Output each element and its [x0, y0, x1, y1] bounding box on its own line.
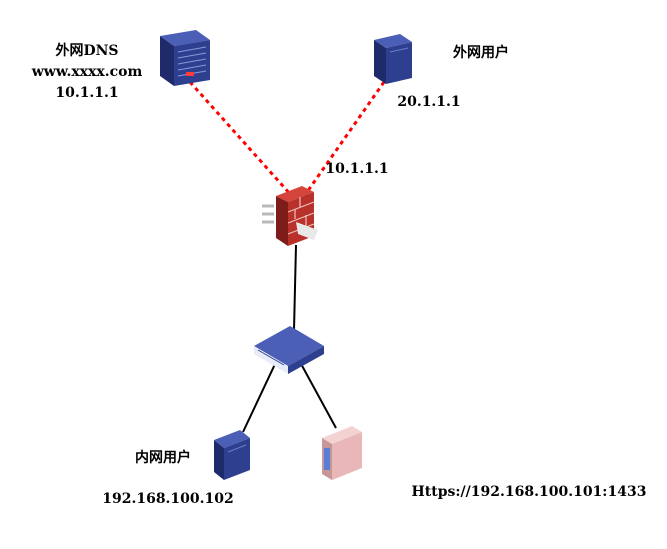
pc-server-icon — [322, 426, 362, 480]
dns-server-domain: www.xxxx.com — [31, 64, 143, 80]
internal-user-name: 内网用户 — [135, 450, 191, 466]
web-server-address: Https://192.168.100.101:1433 — [411, 484, 647, 500]
link-dns-firewall — [188, 81, 293, 196]
rack-server-icon — [160, 30, 210, 86]
link-external-user-firewall — [303, 81, 386, 196]
dns-server-ip: 10.1.1.1 — [55, 85, 119, 101]
firewall-icon — [262, 186, 318, 246]
firewall-ip: 10.1.1.1 — [325, 161, 389, 177]
switch-icon — [254, 326, 324, 374]
external-user-server-icon — [374, 34, 412, 84]
link-firewall-switch — [293, 244, 297, 331]
external-user-ip: 20.1.1.1 — [397, 94, 461, 110]
links — [188, 81, 386, 433]
dns-server-name: 外网DNS — [55, 43, 119, 59]
link-switch-internal-user — [242, 361, 277, 433]
external-user-name: 外网用户 — [453, 45, 509, 61]
internal-user-server-icon — [214, 430, 250, 480]
internal-user-ip: 192.168.100.102 — [102, 491, 234, 507]
link-switch-web-server — [299, 361, 337, 429]
